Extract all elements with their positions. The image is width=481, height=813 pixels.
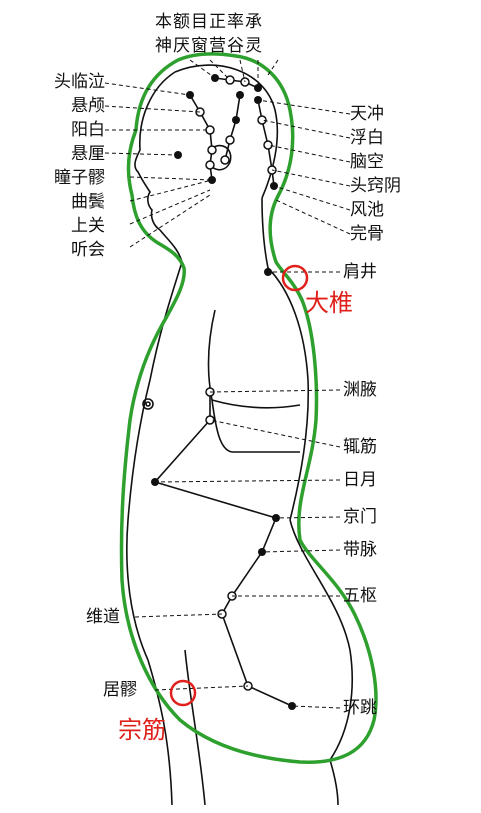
top-label-row-1: 本额目正率承 bbox=[155, 12, 263, 32]
label-huantiao: 环跳 bbox=[343, 698, 377, 718]
label-juliao: 居髎 bbox=[103, 680, 137, 700]
label-shangguan: 上关 bbox=[71, 216, 105, 236]
meridian-region-outline bbox=[119, 52, 378, 764]
label-fengchi: 风池 bbox=[350, 200, 384, 220]
label-xuanlu: 悬颅 bbox=[71, 96, 105, 116]
label-tinghui: 听会 bbox=[71, 240, 105, 260]
label-daimai: 带脉 bbox=[343, 540, 377, 560]
label-yangbai: 阳白 bbox=[71, 120, 105, 140]
label-jianjing: 肩井 bbox=[343, 262, 377, 282]
label-fubai: 浮白 bbox=[350, 128, 384, 148]
label-xuanli: 悬厘 bbox=[71, 144, 105, 164]
marker-circle-dazhui bbox=[281, 264, 309, 292]
label-riyue: 日月 bbox=[343, 470, 377, 490]
label-wushu: 五枢 bbox=[343, 586, 377, 606]
highlight-label-zongjin: 宗筋 bbox=[118, 716, 166, 744]
label-tongziliao: 瞳子髎 bbox=[54, 168, 105, 188]
label-yuanye: 渊腋 bbox=[343, 380, 377, 400]
label-weidao: 维道 bbox=[86, 607, 120, 627]
leader-lines bbox=[104, 59, 351, 709]
label-toulinqi: 头临泣 bbox=[54, 72, 105, 92]
label-jingmen: 京门 bbox=[343, 507, 377, 527]
top-label-row-2: 神厌窗营谷灵 bbox=[155, 36, 263, 56]
label-wangu: 完骨 bbox=[350, 224, 384, 244]
label-qubin: 曲鬓 bbox=[71, 192, 105, 212]
label-tianchong: 天冲 bbox=[350, 104, 384, 124]
label-zhejin: 辄筋 bbox=[343, 437, 377, 457]
highlight-label-dazhui: 大椎 bbox=[305, 289, 353, 317]
label-touqiaoyin: 头窍阴 bbox=[350, 176, 401, 196]
label-naokong: 脑空 bbox=[350, 152, 384, 172]
marker-circle-zongjin bbox=[169, 679, 197, 707]
